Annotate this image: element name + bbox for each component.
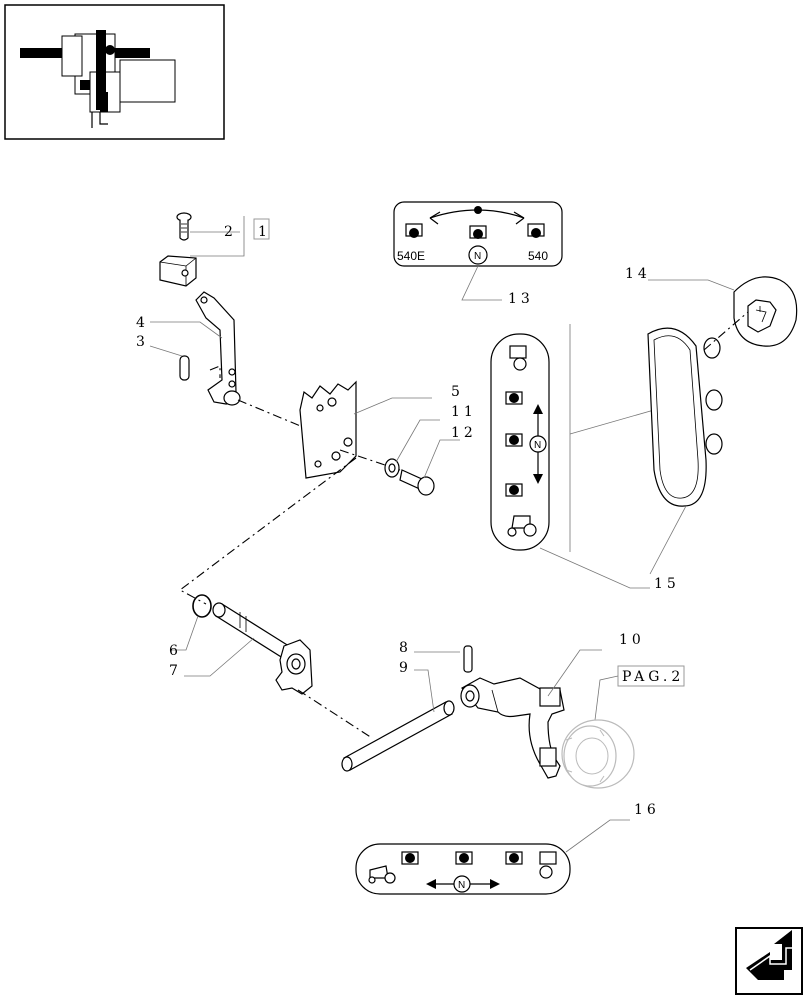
part-washer[interactable] bbox=[384, 458, 400, 478]
part-block[interactable] bbox=[159, 255, 197, 287]
plate13-right-text: 540 bbox=[528, 249, 548, 263]
leader-12 bbox=[423, 439, 460, 479]
page-ref-label: PAG.2 bbox=[622, 669, 684, 685]
leader-5 bbox=[353, 397, 432, 415]
part-o-ring[interactable] bbox=[192, 594, 212, 618]
leader-pag2 bbox=[593, 675, 619, 729]
label-10: 10 bbox=[619, 632, 645, 648]
leader-14 bbox=[648, 279, 735, 291]
part-plate[interactable] bbox=[299, 380, 357, 479]
part-spring-pin[interactable] bbox=[463, 645, 473, 673]
plate-13[interactable] bbox=[393, 201, 563, 267]
locator-thumbnail[interactable] bbox=[4, 4, 225, 140]
label-box-1 bbox=[253, 218, 270, 240]
label-6: 6 bbox=[169, 643, 182, 659]
label-16: 16 bbox=[634, 802, 660, 818]
axis-line-3 bbox=[178, 457, 357, 605]
part-rod[interactable] bbox=[341, 700, 455, 772]
part-insert[interactable] bbox=[703, 276, 798, 351]
part-screw[interactable] bbox=[176, 212, 192, 241]
leader-6 bbox=[170, 615, 199, 651]
plate15-center-text: N bbox=[534, 440, 541, 451]
label-5: 5 bbox=[451, 384, 464, 400]
label-12: 12 bbox=[451, 425, 477, 441]
part-gear[interactable] bbox=[561, 719, 635, 789]
leader-2 bbox=[190, 216, 245, 257]
leader-7 bbox=[184, 637, 255, 677]
plate16-center-text: N bbox=[458, 880, 465, 891]
part-lever[interactable] bbox=[195, 291, 241, 406]
label-13: 13 bbox=[508, 291, 534, 307]
leader-16 bbox=[565, 819, 630, 853]
leader-10 bbox=[547, 649, 602, 697]
axis-line-1 bbox=[237, 399, 311, 431]
label-15: 15 bbox=[654, 576, 680, 592]
plate13-center-text: N bbox=[474, 251, 481, 262]
label-4: 4 bbox=[136, 315, 149, 331]
label-7: 7 bbox=[169, 663, 182, 679]
leader-13 bbox=[461, 265, 502, 301]
leader-15a bbox=[539, 547, 650, 589]
axis-line-4 bbox=[297, 689, 373, 739]
label-2: 2 bbox=[224, 224, 237, 240]
part-fork[interactable] bbox=[460, 677, 565, 779]
label-11: 11 bbox=[451, 404, 477, 420]
label-8: 8 bbox=[399, 640, 412, 656]
leader-11 bbox=[395, 419, 440, 463]
part-shaft[interactable] bbox=[212, 602, 313, 695]
plate-16[interactable] bbox=[355, 843, 571, 895]
next-page-arrow-icon[interactable] bbox=[735, 927, 803, 995]
leader-15b bbox=[649, 505, 687, 575]
plate13-left-text: 540E bbox=[397, 249, 425, 263]
label-14: 14 bbox=[625, 266, 651, 282]
part-pin[interactable] bbox=[179, 355, 221, 381]
leader-3 bbox=[149, 345, 183, 357]
label-1: 1 bbox=[258, 224, 271, 240]
leader-4 bbox=[150, 321, 223, 339]
label-9: 9 bbox=[399, 660, 412, 676]
leader-9 bbox=[414, 669, 435, 713]
plate-15[interactable] bbox=[490, 333, 550, 551]
label-3: 3 bbox=[136, 334, 149, 350]
part-bolt[interactable] bbox=[399, 469, 435, 496]
part-knob-cover[interactable] bbox=[647, 327, 723, 507]
